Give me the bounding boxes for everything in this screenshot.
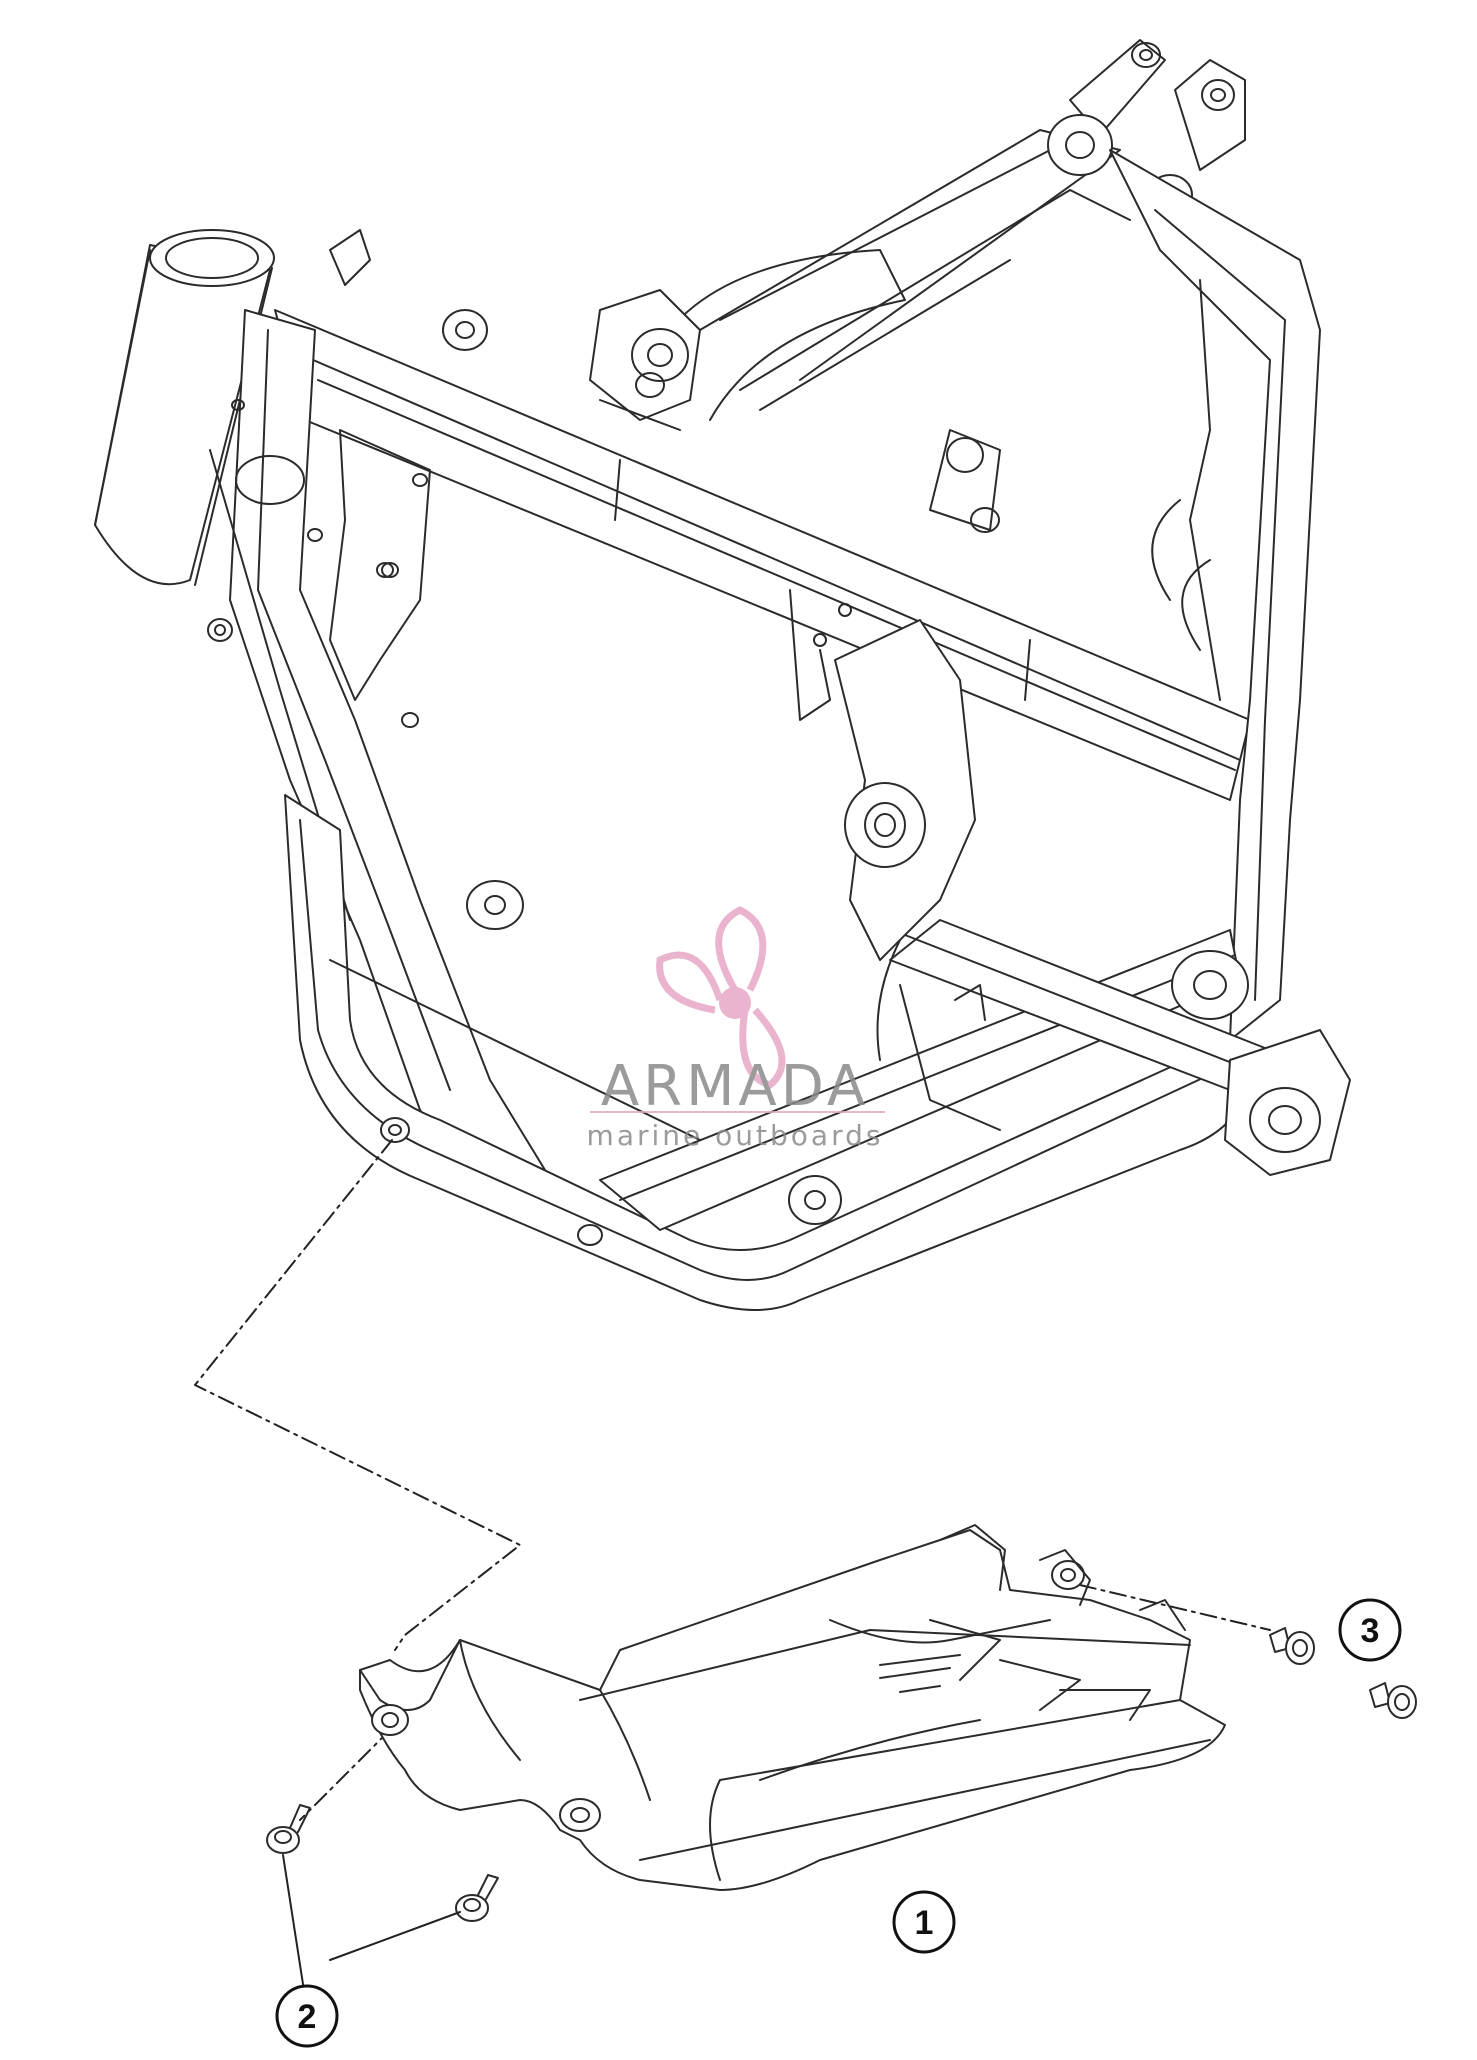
bolt-2a [266, 1804, 311, 1854]
frame [94, 39, 1351, 1311]
leader-frame-to-skidplate [194, 1139, 521, 1651]
callout-2: 2 [275, 1984, 339, 2048]
frame-mount-bolt [380, 1117, 410, 1143]
skid-plate [359, 1524, 1226, 1891]
callout-1: 1 [892, 1890, 956, 1954]
callout-2-leaders [282, 1854, 461, 2011]
leader-bolt3 [1079, 1584, 1271, 1631]
top-mount-bosses [1047, 39, 1246, 216]
bolt-3a [1269, 1627, 1315, 1665]
callout-3: 3 [1338, 1598, 1402, 1662]
right-rear-downtube [1109, 149, 1321, 1041]
watermark-tagline: marine outboards [587, 1119, 884, 1152]
leader-bolt2-upper [299, 1727, 393, 1821]
callout-1-label: 1 [915, 1904, 934, 1942]
bolt-2b [455, 1874, 499, 1922]
bolt-3b [1369, 1682, 1417, 1719]
shock-mount [589, 289, 1001, 533]
swingarm-pivot-bracket [789, 589, 976, 961]
callout-3-label: 3 [1361, 1612, 1380, 1650]
mounting-tabs [329, 229, 986, 1246]
rear-lower-pivot [1171, 950, 1351, 1176]
steering-head-tube [94, 229, 275, 586]
upper-rear-spar [649, 129, 1131, 421]
armada-watermark: ARMADA marine outboards [587, 906, 885, 1152]
leader-lines [194, 1139, 1271, 1821]
gusset-plate [329, 429, 431, 728]
propeller-logo-icon [656, 906, 786, 1089]
callout-2-label: 2 [298, 1998, 317, 2036]
watermark-name: ARMADA [601, 1054, 869, 1119]
main-backbone-tube [274, 309, 1251, 801]
